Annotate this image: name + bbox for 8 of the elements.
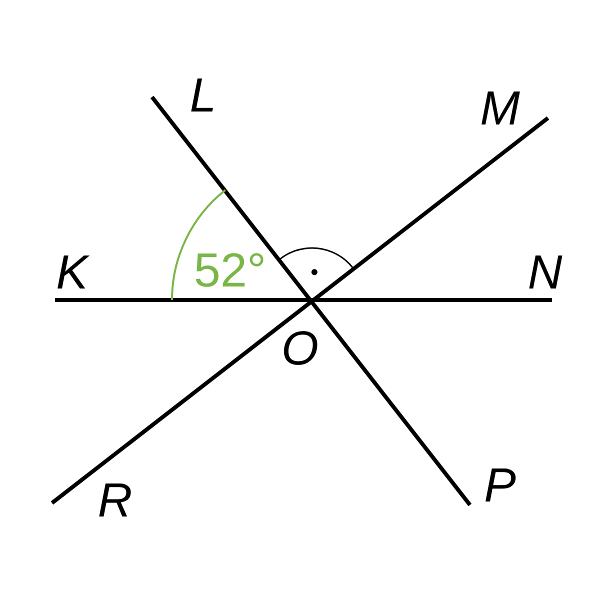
point-label: N (529, 256, 562, 288)
point-label: M (482, 92, 520, 124)
point-label: R (99, 484, 131, 516)
point-label: L (191, 78, 213, 112)
point-label: K (58, 256, 90, 288)
point-label: P (486, 468, 516, 502)
point-label: O (284, 331, 318, 365)
angle-label: 52° (196, 253, 264, 287)
